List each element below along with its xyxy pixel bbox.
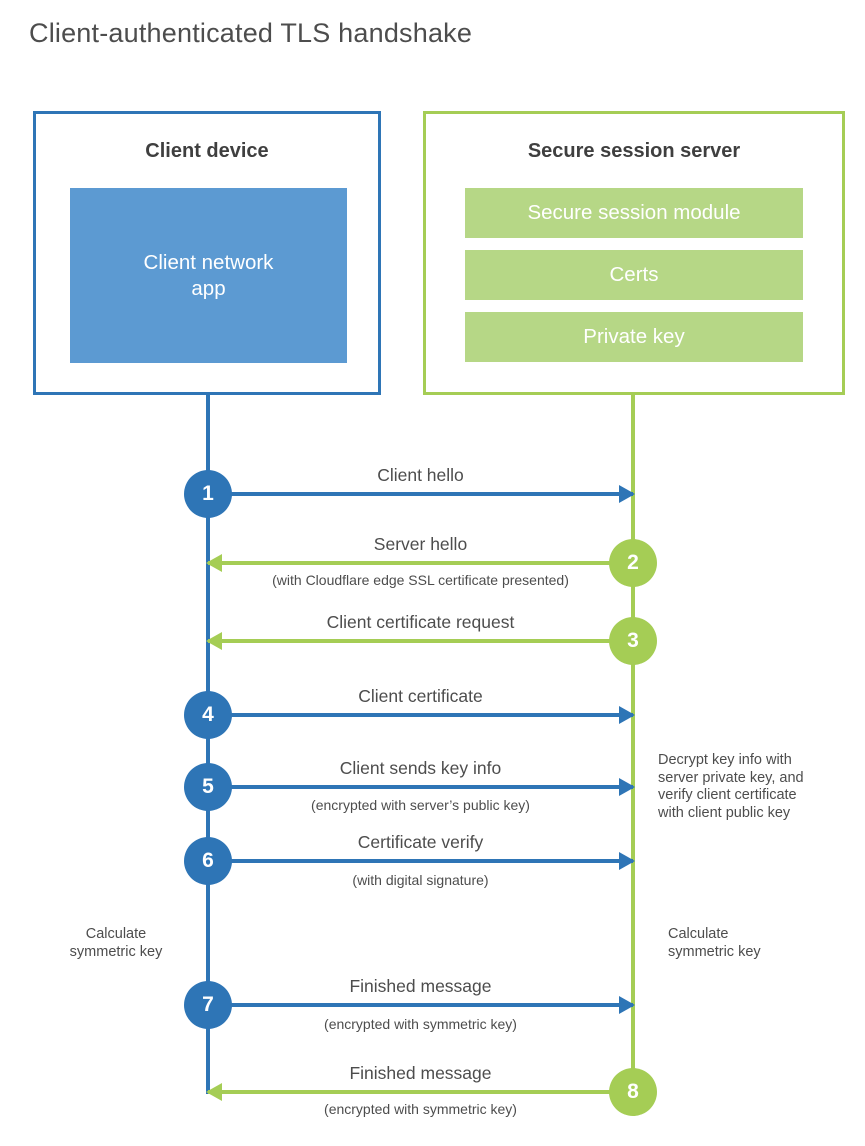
message-label: Finished message [349,1063,492,1083]
server-module-bar: Secure session module [465,188,803,238]
calculate-symmetric-key-note-server: Calculate symmetric key [668,926,761,960]
message-line [208,785,633,789]
client-device-title: Client device [145,140,269,162]
message-line [208,492,633,496]
arrowhead-right-icon [619,706,635,724]
arrowhead-right-icon [619,778,635,796]
message-sublabel: (encrypted with server’s public key) [311,797,530,813]
message-line [208,859,633,863]
message-label: Client certificate request [326,612,515,632]
message-label: Client sends key info [339,758,502,778]
server-modules-list: Secure session module Certs Private key [465,188,803,374]
arrowhead-left-icon [206,632,222,650]
message-label: Client certificate [358,686,483,706]
secure-session-server-box: Secure session server Secure session mod… [423,111,845,395]
secure-session-server-title: Secure session server [527,140,741,162]
arrowhead-left-icon [206,1083,222,1101]
arrowhead-left-icon [206,554,222,572]
message-sublabel: (encrypted with symmetric key) [324,1016,517,1032]
message-label: Certificate verify [357,832,484,852]
server-lifeline [631,394,635,1092]
calculate-symmetric-key-note-client: Calculate symmetric key [69,926,163,960]
message-line [208,1090,633,1094]
step-number-badge: 6 [184,837,232,885]
decrypt-key-info-note: Decrypt key info with server private key… [658,752,804,821]
message-line [208,639,633,643]
message-line [208,1003,633,1007]
server-module-bar: Certs [465,250,803,300]
message-line [208,713,633,717]
page-title: Client-authenticated TLS handshake [29,18,473,48]
message-label: Server hello [373,534,468,554]
step-number-badge: 7 [184,981,232,1029]
step-number-badge: 3 [609,617,657,665]
message-sublabel: (with Cloudflare edge SSL certificate pr… [272,572,569,588]
message-label: Client hello [377,465,464,485]
server-module-bar: Private key [465,312,803,362]
arrowhead-right-icon [619,852,635,870]
message-label: Finished message [349,976,492,996]
step-number-badge: 8 [609,1068,657,1116]
message-sublabel: (with digital signature) [352,872,489,888]
message-line [208,561,633,565]
client-network-app-box: Client network app [70,188,347,363]
step-number-badge: 4 [184,691,232,739]
arrowhead-right-icon [619,996,635,1014]
client-device-box: Client device Client network app [33,111,381,395]
client-lifeline [206,394,210,1094]
step-number-badge: 5 [184,763,232,811]
arrowhead-right-icon [619,485,635,503]
message-sublabel: (encrypted with symmetric key) [324,1101,517,1117]
step-number-badge: 2 [609,539,657,587]
step-number-badge: 1 [184,470,232,518]
